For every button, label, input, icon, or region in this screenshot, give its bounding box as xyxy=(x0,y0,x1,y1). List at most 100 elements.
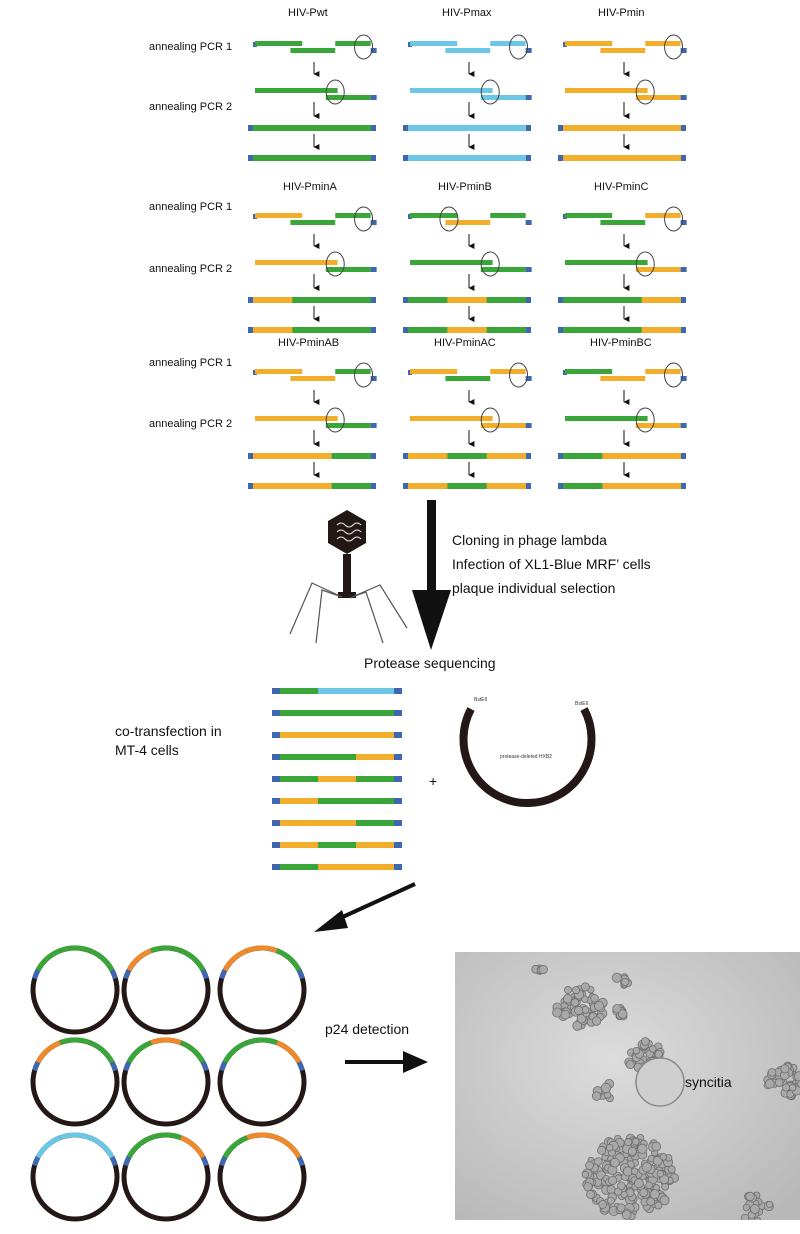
cell xyxy=(750,1204,759,1213)
cell xyxy=(794,1072,800,1082)
construct-panel xyxy=(248,207,377,333)
insert-segment xyxy=(356,842,395,848)
insert-segment xyxy=(356,754,395,760)
pcr-fragment xyxy=(565,41,612,46)
recombinant-plasmids xyxy=(33,948,304,1219)
primer-arc xyxy=(112,1062,115,1070)
primer-end xyxy=(526,483,531,489)
final-segment xyxy=(332,155,372,161)
cell xyxy=(597,1146,605,1154)
insert-arc xyxy=(277,1043,299,1063)
cell xyxy=(539,965,548,974)
cell xyxy=(571,999,579,1007)
plus-sign: + xyxy=(429,774,437,788)
primer-end xyxy=(681,327,686,333)
cloning-step: Cloning in phage lambda xyxy=(452,531,607,550)
insert-segment xyxy=(318,776,357,782)
annealing-circle xyxy=(510,35,528,59)
cell xyxy=(601,1083,611,1093)
construct-panel xyxy=(248,363,377,489)
cotransfection-cells-label: MT-4 cells xyxy=(115,743,179,757)
insert-segment xyxy=(318,864,357,870)
insert-bar xyxy=(272,754,402,760)
construct-panel xyxy=(403,363,532,489)
pcr-fragment xyxy=(481,267,526,272)
final-segment xyxy=(563,483,603,489)
insert-arc xyxy=(225,1043,247,1063)
cell xyxy=(621,1191,627,1197)
pcr-fragment xyxy=(490,41,525,46)
primer-arc xyxy=(112,1157,115,1165)
cell xyxy=(775,1079,783,1087)
product-segment xyxy=(602,453,642,459)
recombinant-plasmid xyxy=(33,948,117,1032)
pcr-fragment xyxy=(445,376,490,381)
pcr-fragment xyxy=(645,369,680,374)
pcr-fragment xyxy=(565,260,648,265)
final-segment xyxy=(602,483,642,489)
cell xyxy=(628,1147,636,1155)
primer-end xyxy=(394,688,402,694)
pcr-fragment xyxy=(490,369,525,374)
cell xyxy=(592,1092,601,1101)
pcr-fragment xyxy=(445,48,490,53)
primer-end xyxy=(403,155,408,161)
cell xyxy=(650,1046,657,1053)
primer-end xyxy=(272,820,280,826)
primer-end xyxy=(526,125,531,131)
primer-arc xyxy=(299,1157,302,1165)
product-segment xyxy=(253,297,293,303)
cell xyxy=(642,1038,650,1046)
insert-arc xyxy=(60,1040,90,1043)
product-segment xyxy=(292,297,332,303)
insert-segment xyxy=(280,798,319,804)
final-segment xyxy=(447,483,487,489)
insert-arc xyxy=(181,1043,203,1063)
product-segment xyxy=(332,297,372,303)
product-segment xyxy=(408,125,448,131)
primer-arc xyxy=(35,1157,38,1165)
primer-end xyxy=(394,710,402,716)
primer-end xyxy=(394,864,402,870)
phage-lambda-icon xyxy=(290,510,407,643)
cell xyxy=(781,1065,789,1073)
insert-arc xyxy=(151,1135,181,1138)
insert-arc xyxy=(277,951,299,971)
insert-arc xyxy=(38,951,60,971)
insert-bar xyxy=(272,820,402,826)
product-segment xyxy=(253,125,293,131)
primer-end xyxy=(394,776,402,782)
insert-arc xyxy=(151,1040,181,1043)
insert-arc xyxy=(60,1135,90,1138)
pcr-fragment xyxy=(410,369,457,374)
primer-end xyxy=(403,327,408,333)
final-segment xyxy=(253,155,293,161)
pcr-fragment xyxy=(410,416,493,421)
recombinant-plasmid xyxy=(33,1040,117,1124)
cell xyxy=(607,1197,614,1204)
restriction-site-left: BstEII xyxy=(474,698,487,703)
plasmid-center-label: protease-deleted HXB2 xyxy=(500,755,552,760)
primer-end xyxy=(681,155,686,161)
insert-bar xyxy=(272,732,402,738)
primer-end xyxy=(371,267,377,272)
cell xyxy=(633,1047,640,1054)
product-segment xyxy=(563,125,603,131)
cell xyxy=(572,986,579,993)
product-segment xyxy=(642,453,682,459)
pcr-fragment xyxy=(565,88,648,93)
construct-title: HIV-Pmin xyxy=(598,8,644,19)
cell xyxy=(595,1001,604,1010)
cell xyxy=(599,1200,607,1208)
cell xyxy=(662,1183,669,1190)
primer-end xyxy=(371,155,376,161)
annealing-circle xyxy=(355,207,373,231)
primer-end xyxy=(526,220,532,225)
primer-end xyxy=(248,483,253,489)
primer-arc xyxy=(203,970,206,978)
insert-segment xyxy=(356,710,395,716)
primer-end xyxy=(558,125,563,131)
pcr-fragment xyxy=(255,88,338,93)
primer-end xyxy=(371,483,376,489)
sequenced-inserts xyxy=(272,688,402,870)
